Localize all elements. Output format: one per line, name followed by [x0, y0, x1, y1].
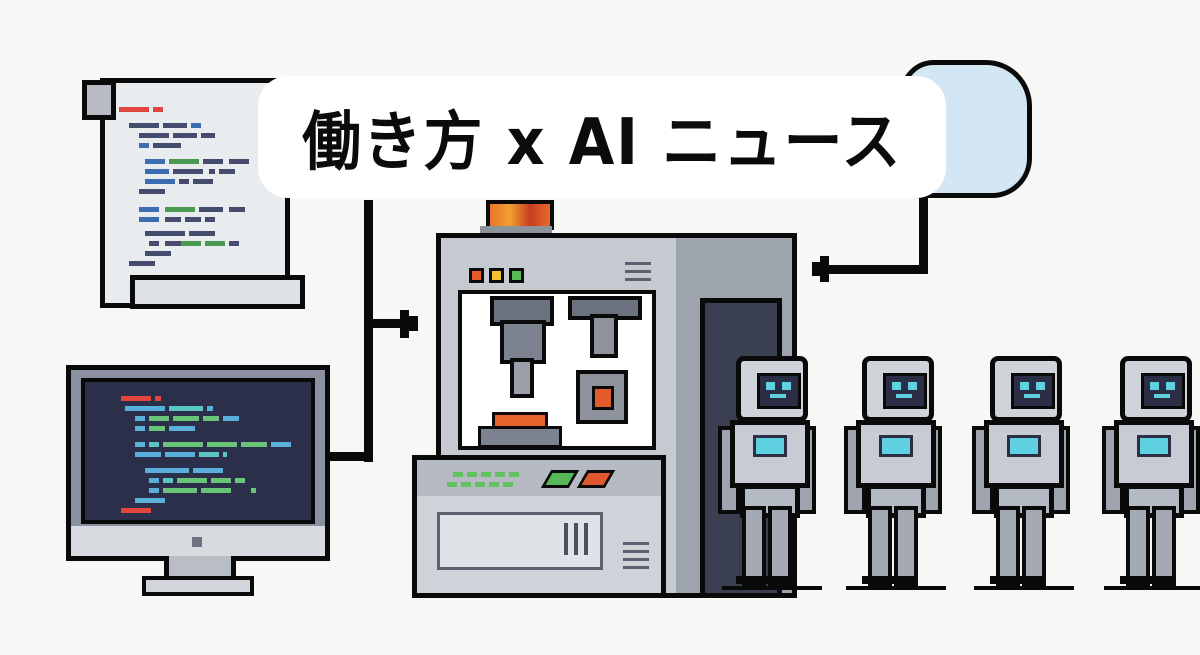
- page-title: 働き方 x AI ニュース: [301, 106, 903, 180]
- chip-core: [592, 386, 614, 410]
- spindle-tip: [510, 358, 534, 398]
- title-card: 働き方 x AI ニュース: [258, 76, 946, 198]
- code-monitor-icon: [66, 365, 330, 561]
- arrowhead-left-icon: [820, 256, 829, 282]
- control-console: [412, 455, 666, 598]
- robot: [844, 356, 942, 588]
- status-led-green: [509, 268, 524, 283]
- monitor-chin: [71, 526, 325, 556]
- monitor-screen: [81, 378, 315, 524]
- work-base-plate: [478, 426, 562, 448]
- arrowhead-left-tip: [812, 262, 822, 276]
- ground-line: [1104, 586, 1200, 590]
- arrowhead-right-icon: [400, 310, 409, 338]
- ground-line: [974, 586, 1074, 590]
- robot: [718, 356, 816, 588]
- connector-from-cloud: [919, 196, 928, 274]
- scroll-curl-top: [82, 80, 116, 120]
- console-keyboard-area: [417, 460, 661, 496]
- ground-line: [846, 586, 946, 590]
- monitor-logo: [192, 537, 202, 547]
- robot: [972, 356, 1070, 588]
- ground-line: [722, 586, 822, 590]
- status-led-yellow: [489, 268, 504, 283]
- monitor-stand: [164, 556, 236, 578]
- monitor-stand-base: [142, 576, 254, 596]
- connector-to-machine: [373, 319, 403, 328]
- connector-vertical-left: [364, 200, 373, 462]
- connector-from-monitor: [330, 452, 373, 461]
- console-panel: [437, 512, 603, 570]
- connector-to-machine-right: [826, 265, 928, 274]
- beacon-base: [480, 226, 552, 234]
- clamp-body: [590, 314, 618, 358]
- arrowhead-right-tip: [408, 316, 418, 331]
- warning-beacon: [486, 200, 554, 230]
- scroll-curl-bottom: [130, 275, 305, 309]
- robot: [1102, 356, 1200, 588]
- status-led-red: [469, 268, 484, 283]
- cpu-chip-icon: [576, 370, 628, 424]
